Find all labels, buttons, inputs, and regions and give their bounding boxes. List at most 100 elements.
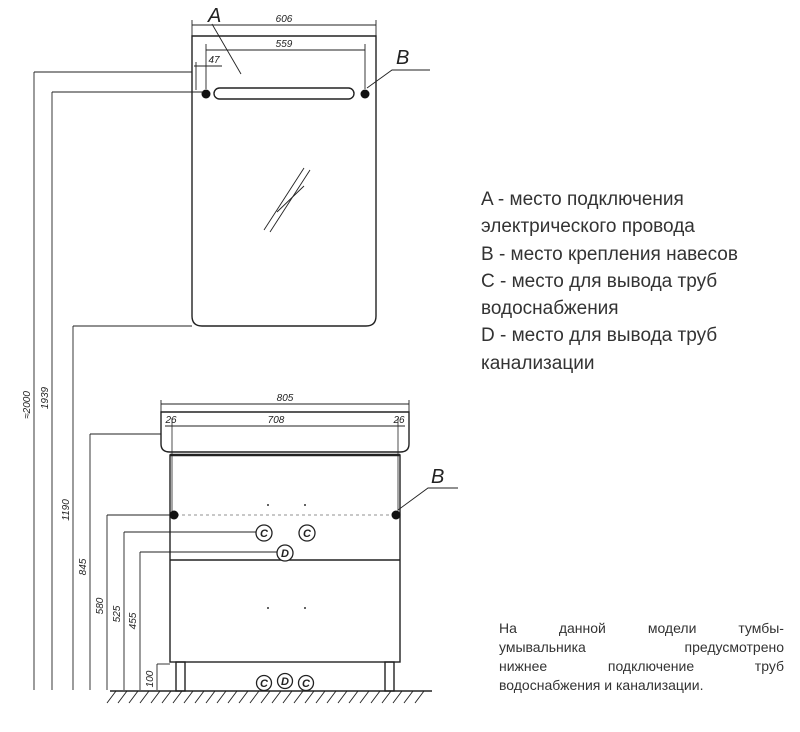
note-line: водоснабжения и канализации.: [499, 677, 704, 693]
floor-hatch-line: [370, 690, 381, 704]
dim-height-cabinet-mount: 580: [95, 597, 106, 614]
floor-hatch-line: [359, 690, 370, 704]
floor-hatch-line: [161, 690, 172, 704]
cabinet-mount-point-right: [391, 510, 401, 520]
floor: [106, 690, 432, 704]
floor-hatch-line: [414, 690, 425, 704]
note-word: подключение: [607, 658, 695, 674]
floor-hatch-line: [293, 690, 304, 704]
floor-water-outlet-left: C: [255, 674, 273, 692]
svg-text:C: C: [260, 528, 269, 540]
water-outlet-right: C: [298, 524, 316, 542]
floor-hatch-line: [139, 690, 150, 704]
mirror-glare-line: [276, 185, 305, 213]
callout-b-mirror: B: [396, 47, 409, 69]
vanity: [160, 411, 410, 692]
floor-hatch-line: [403, 690, 414, 704]
mirror: [191, 35, 377, 327]
dim-cabinet-width: 805: [277, 393, 294, 404]
vanity-leg-left: [175, 661, 186, 692]
dim-socket-offset: 47: [208, 55, 220, 66]
legend-line: электрического провода: [481, 216, 695, 238]
floor-hatch-line: [381, 690, 392, 704]
vanity-dimensions: [160, 400, 410, 427]
note-word: данной: [558, 620, 606, 636]
dim-mirror-width: 606: [276, 14, 293, 25]
mirror-glare-line: [269, 169, 311, 233]
note-word: нижнее: [499, 658, 548, 674]
legend-line: C - место для вывода труб: [481, 270, 718, 292]
cabinet-mount-point-left: [169, 510, 179, 520]
vanity-cabinet: [169, 454, 401, 663]
mirror-light-bar: [213, 87, 355, 100]
dim-cabinet-side-left: 26: [164, 415, 177, 426]
height-dimensions: [33, 71, 280, 690]
dim-height-drain: 455: [128, 612, 139, 629]
note-word: умывальника: [499, 639, 586, 655]
floor-drain-outlet: D: [276, 672, 294, 690]
dim-cabinet-side-right: 26: [392, 415, 405, 426]
vanity-leg-right: [384, 661, 395, 692]
floor-hatch-line: [337, 690, 348, 704]
legend-line: водоснабжения: [481, 298, 619, 320]
legend-line: B - место крепления навесов: [481, 243, 738, 265]
floor-hatch-line: [348, 690, 359, 704]
floor-hatch-line: [326, 690, 337, 704]
floor-hatch-line: [282, 690, 293, 704]
floor-hatch-line: [128, 690, 139, 704]
dim-height-floor-outlets: 100: [145, 670, 156, 687]
dim-height-water: 525: [112, 605, 123, 622]
legend-line: A - место подключения: [481, 189, 684, 210]
note-line: умывальника предусмотрено: [499, 638, 784, 657]
mirror-mount-point-left: [201, 89, 211, 99]
legend: A - место подключения электрического про…: [481, 186, 800, 377]
svg-text:C: C: [303, 528, 312, 540]
callout-a: A: [207, 5, 221, 27]
callout-b-cabinet-leader: [397, 487, 458, 511]
svg-text:C: C: [302, 678, 311, 690]
note-word: На: [499, 620, 517, 636]
note-line: нижнее подключение труб: [499, 657, 784, 676]
note-word: тумбы-: [738, 620, 784, 636]
callout-b-mirror-leader: [366, 69, 430, 89]
mirror-mount-point-right: [360, 89, 370, 99]
dim-height-total: ≈2000: [22, 391, 33, 419]
installation-note: На данной модели тумбы- умывальника пред…: [499, 619, 784, 695]
water-outlet-left: C: [255, 524, 273, 542]
floor-hatch-line: [260, 690, 271, 704]
floor-hatch-line: [249, 690, 260, 704]
floor-hatch-line: [392, 690, 403, 704]
callout-a-leader: [211, 23, 242, 75]
note-word: труб: [754, 658, 784, 674]
dim-height-mirror-bottom: 1190: [61, 499, 72, 521]
note-word: модели: [647, 620, 697, 636]
legend-line: D - место для вывода труб: [481, 325, 718, 347]
floor-hatch-line: [117, 690, 128, 704]
floor-hatch-line: [238, 690, 249, 704]
floor-hatch-line: [315, 690, 326, 704]
floor-hatch-line: [194, 690, 205, 704]
dim-height-top: 845: [78, 558, 89, 575]
floor-hatch-line: [150, 690, 161, 704]
mirror-dimensions: [191, 20, 377, 90]
floor-hatch-line: [106, 690, 117, 704]
dim-height-mirror-mount: 1939: [40, 386, 51, 409]
mirror-outline: [191, 35, 377, 327]
vanity-countertop: [160, 411, 410, 453]
dim-mirror-inner-width: 559: [276, 39, 293, 50]
floor-hatch-line: [216, 690, 227, 704]
drain-outlet: D: [276, 544, 294, 562]
floor-water-outlet-right: C: [297, 674, 315, 692]
note-word: предусмотрено: [684, 639, 784, 655]
svg-text:D: D: [281, 676, 289, 688]
dim-cabinet-inner-width: 708: [268, 415, 285, 426]
note-line: На данной модели тумбы-: [499, 619, 784, 638]
floor-hatch-line: [227, 690, 238, 704]
svg-text:D: D: [281, 548, 289, 560]
floor-hatch-line: [183, 690, 194, 704]
mirror-glare-line: [263, 167, 305, 231]
svg-text:C: C: [260, 678, 269, 690]
floor-hatch-line: [271, 690, 282, 704]
legend-line: канализации: [481, 352, 595, 374]
